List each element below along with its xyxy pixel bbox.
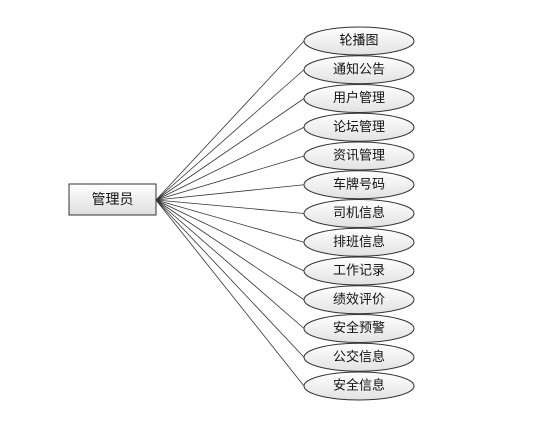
root-node: 管理员 — [68, 183, 157, 216]
module-node: 排班信息 — [303, 227, 415, 257]
module-node-group: 轮播图通知公告用户管理论坛管理资讯管理车牌号码司机信息排班信息工作记录绩效评价安… — [303, 26, 415, 401]
module-ellipse — [303, 314, 415, 343]
connector-line — [155, 98, 305, 201]
module-label: 资讯管理 — [333, 149, 385, 164]
connector-line — [155, 199, 305, 272]
module-node: 安全预警 — [303, 314, 415, 343]
module-label: 工作记录 — [333, 264, 385, 279]
module-ellipse — [303, 256, 415, 286]
module-label: 轮播图 — [339, 34, 378, 49]
connector-line — [155, 155, 305, 201]
module-ellipse — [303, 26, 415, 56]
connector-line — [155, 184, 305, 201]
module-node: 用户管理 — [303, 84, 415, 113]
module-ellipse — [303, 84, 415, 113]
module-label: 绩效评价 — [333, 292, 385, 307]
module-label: 用户管理 — [333, 90, 385, 106]
module-ellipse — [303, 227, 415, 257]
connector-line — [155, 126, 305, 201]
module-ellipse — [303, 342, 415, 372]
module-label: 司机信息 — [333, 205, 385, 221]
connector-line — [155, 40, 305, 201]
module-node: 轮播图 — [303, 26, 415, 56]
module-ellipse — [303, 170, 415, 200]
module-node: 公交信息 — [303, 342, 415, 372]
root-box — [68, 183, 157, 216]
connector-line — [155, 199, 305, 243]
module-label: 安全信息 — [333, 378, 385, 394]
module-ellipse — [303, 371, 415, 401]
module-label: 公交信息 — [333, 349, 385, 365]
root-label: 管理员 — [92, 192, 134, 208]
edge-group — [155, 40, 305, 387]
module-label: 通知公告 — [333, 61, 385, 77]
connector-line — [155, 199, 305, 358]
module-label: 论坛管理 — [333, 120, 385, 135]
module-ellipse — [303, 141, 415, 171]
module-ellipse — [303, 199, 415, 228]
module-node: 车牌号码 — [303, 170, 415, 200]
module-ellipse — [303, 285, 415, 315]
module-ellipse — [303, 55, 415, 85]
module-node: 资讯管理 — [303, 141, 415, 171]
connector-line — [155, 69, 305, 201]
module-label: 车牌号码 — [333, 176, 385, 192]
module-node: 通知公告 — [303, 55, 415, 85]
connector-line — [155, 199, 305, 214]
module-node: 工作记录 — [303, 256, 415, 286]
module-node: 司机信息 — [303, 199, 415, 228]
module-node: 绩效评价 — [303, 285, 415, 315]
module-node: 安全信息 — [303, 371, 415, 401]
connector-line — [155, 199, 305, 329]
module-ellipse — [303, 112, 415, 142]
module-node: 论坛管理 — [303, 112, 415, 142]
module-label: 排班信息 — [333, 234, 385, 250]
module-label: 安全预警 — [333, 320, 385, 336]
connector-line — [155, 199, 305, 387]
connector-line — [155, 199, 305, 301]
